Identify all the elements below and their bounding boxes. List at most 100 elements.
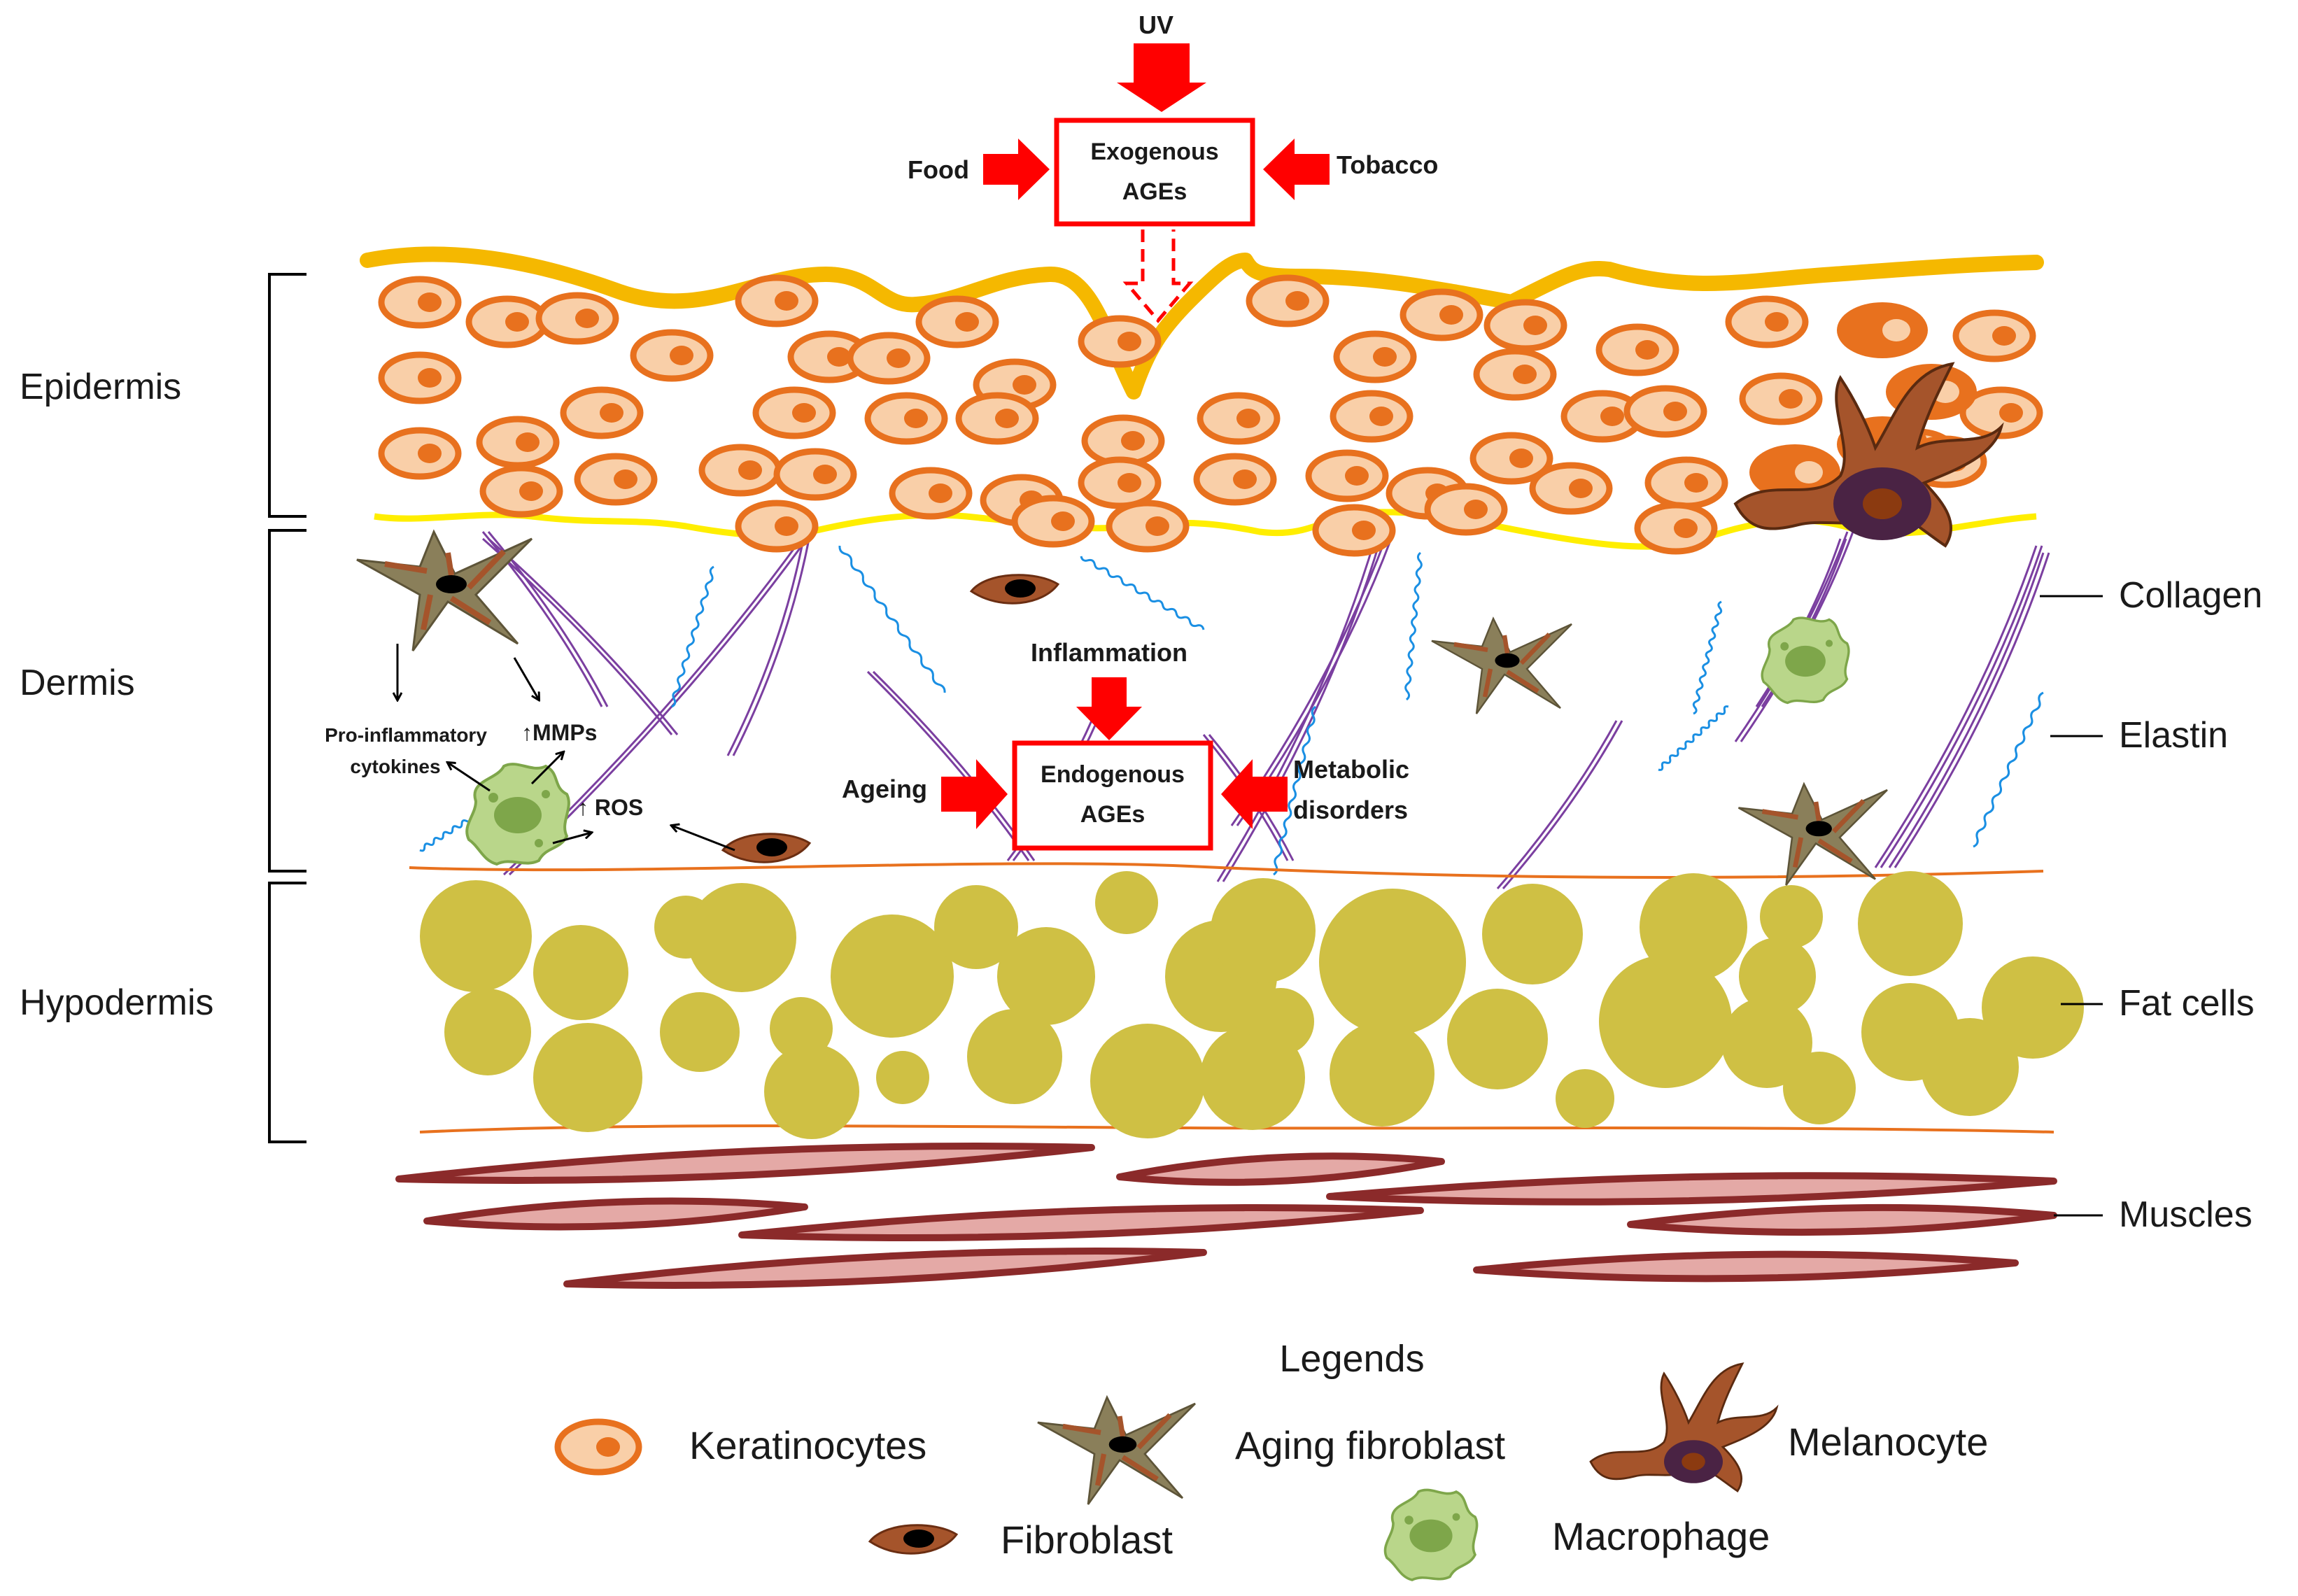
inflammation-label: Inflammation <box>1031 638 1187 667</box>
keratinocyte-cell <box>1330 390 1414 443</box>
endogenous-box-line2: AGEs <box>1080 801 1146 828</box>
fat-cell <box>1556 1069 1614 1128</box>
keratinocyte-cell <box>1193 453 1277 506</box>
fat-cell <box>1599 955 1732 1088</box>
fat-cell <box>764 1044 859 1139</box>
aging-fibroblast-cell <box>356 529 533 651</box>
fat-cell <box>1640 873 1747 981</box>
exogenous-box-line1: Exogenous <box>1090 139 1218 165</box>
collagen-fiber <box>1222 538 1382 882</box>
keratinocyte-cell <box>698 444 782 497</box>
legend-keratinocyte-symbol <box>554 1418 642 1476</box>
aging-fibroblast-cell <box>1431 616 1572 714</box>
keratinocyte-cell <box>1424 483 1508 536</box>
layer-label-hypodermis: Hypodermis <box>20 982 213 1023</box>
legend-fibroblast-symbol <box>868 1524 959 1555</box>
keratinocyte-cell <box>1197 392 1281 445</box>
elastin-fiber <box>1658 705 1729 771</box>
collagen-fiber <box>1496 720 1618 889</box>
fat-cell <box>1721 997 1812 1088</box>
muscle-fiber <box>1473 1250 2019 1283</box>
muscle-fiber <box>1326 1172 2057 1206</box>
muscle-fiber <box>1116 1152 1445 1186</box>
macrophage-cell <box>1761 616 1850 705</box>
keratinocyte-cell <box>864 392 948 445</box>
legend-macrophage-symbol <box>1383 1488 1479 1581</box>
food-arrow <box>983 139 1050 200</box>
elastin-fiber <box>1692 600 1723 715</box>
label-leader-lines <box>2040 595 2103 1217</box>
keratinocyte-cell <box>465 295 549 348</box>
fat-cell <box>1095 871 1158 934</box>
keratinocyte-cell <box>1529 462 1613 515</box>
fat-cell <box>1858 871 1963 976</box>
legend-label-melanocyte: Melanocyte <box>1788 1420 1988 1464</box>
fat-cell <box>687 883 796 992</box>
keratinocyte-cell <box>889 467 973 520</box>
fibroblast-cell <box>969 574 1060 605</box>
keratinocyte-cell <box>1011 495 1095 548</box>
collagen-fiber <box>726 531 806 756</box>
muscle-fiber <box>738 1204 1424 1241</box>
keratinocyte-cell <box>1739 372 1823 425</box>
collagen-fiber <box>1888 552 2045 868</box>
fat-cells <box>420 871 2084 1139</box>
keratinocyte-cell <box>560 386 644 439</box>
fat-cell <box>533 1023 642 1132</box>
collagen-fiber <box>1502 720 1623 889</box>
keratinocyte-cell <box>955 392 1039 445</box>
keratinocyte-cell <box>378 276 462 329</box>
muscle-fibers <box>395 1143 2057 1289</box>
fat-cell <box>1247 988 1314 1055</box>
endogenous-box-line1: Endogenous <box>1041 761 1185 788</box>
keratinocyte-cell <box>1634 502 1718 555</box>
cytokines-label-line1: Pro-inflammatory <box>325 724 487 746</box>
inflammation-arrow <box>1076 677 1142 740</box>
fat-cell <box>1482 884 1583 984</box>
keratinocyte-cell <box>1473 348 1557 401</box>
collagen-fiber <box>1894 552 2050 868</box>
melanocyte-cell <box>1733 362 2004 548</box>
fat-cell <box>533 925 628 1020</box>
keratinocyte-cell <box>847 332 931 385</box>
keratinocyte-cell <box>1106 500 1190 553</box>
fat-cell <box>1760 885 1823 948</box>
metabolic-arrow <box>1221 759 1288 829</box>
elastin-fiber <box>1973 691 2044 848</box>
fat-cell <box>660 992 740 1072</box>
fat-cell <box>444 989 531 1075</box>
keratinocyte-cell <box>1959 386 2043 439</box>
macrophage-effect-arrows <box>397 644 735 852</box>
pigmented-keratinocyte-cell <box>1837 302 1928 358</box>
keratinocyte-cell <box>752 386 836 439</box>
mmps-label: ↑MMPs <box>521 720 597 745</box>
keratinocyte-cell <box>735 274 819 327</box>
keratinocyte-cell <box>1312 504 1396 557</box>
fat-cell <box>1921 1018 2019 1116</box>
keratinocyte-cell <box>1483 299 1567 352</box>
pigmented-keratinocyte-cell <box>1749 444 1840 500</box>
ros-label: ↑ ROS <box>577 795 643 820</box>
keratinocyte-cell <box>915 295 999 348</box>
fat-cell <box>1739 938 1816 1015</box>
fibroblast-cell <box>721 833 812 863</box>
elastin-fiber <box>1273 705 1316 876</box>
exogenous-box-line2: AGEs <box>1122 178 1187 205</box>
keratinocyte-cell <box>535 292 619 345</box>
cytokines-label-line2: cytokines <box>350 756 440 777</box>
legend-label-fibroblast: Fibroblast <box>1001 1518 1173 1562</box>
structure-label-elastin: Elastin <box>2119 715 2228 756</box>
keratinocyte-cell <box>1246 274 1330 327</box>
keratinocyte-cell <box>479 465 563 518</box>
keratinocyte-cell <box>1623 385 1707 438</box>
fat-cell <box>1447 989 1548 1089</box>
fat-cell <box>934 885 1018 969</box>
collagen-fiber <box>482 537 673 735</box>
endogenous-ages-box <box>1012 740 1213 851</box>
muscle-fiber <box>1627 1203 2057 1236</box>
muscle-fiber <box>395 1143 1095 1184</box>
keratinocyte-cell <box>574 453 658 506</box>
collagen-fiber <box>488 537 679 735</box>
keratinocyte-cell <box>773 448 857 501</box>
